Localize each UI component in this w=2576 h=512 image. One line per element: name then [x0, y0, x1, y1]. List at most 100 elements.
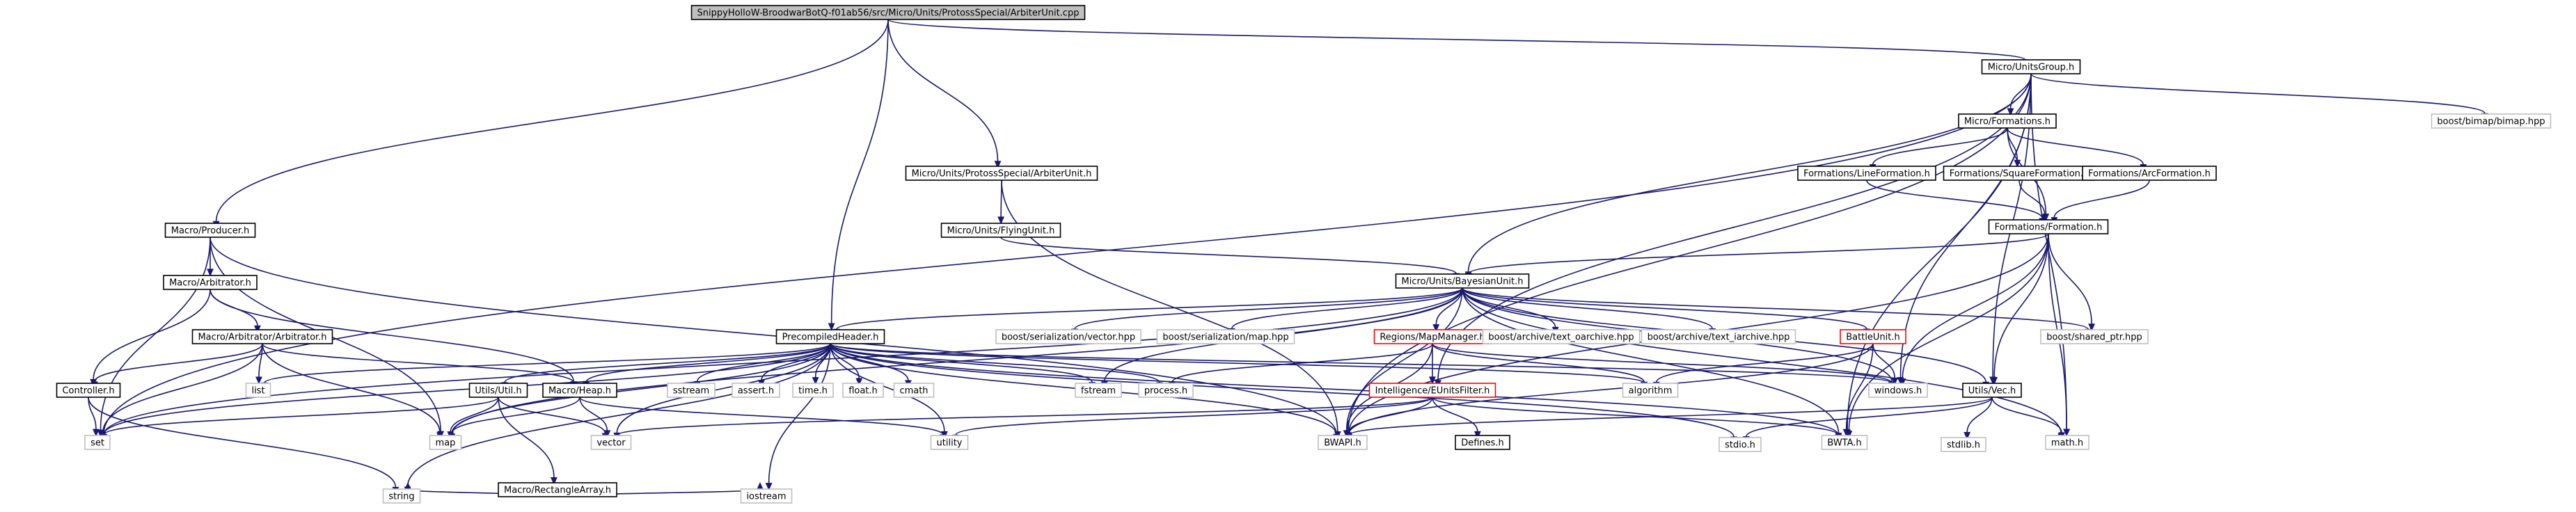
node-flyingunit[interactable]: Micro/Units/FlyingUnit.h — [940, 223, 1061, 238]
edge-arcform-to-formation — [2050, 179, 2150, 225]
node-box — [2040, 329, 2149, 344]
edge-line — [1656, 343, 1874, 383]
edges-layer — [88, 19, 2488, 497]
edge-utilsutil-to-rectarray — [498, 397, 558, 486]
node-iufilter[interactable]: Intelligence/EUnitsFilter.h — [1368, 383, 1496, 398]
edge-arbarb-to-macroheap — [262, 343, 577, 390]
node-label: sstream — [673, 386, 709, 397]
edge-line — [2030, 73, 2486, 114]
node-box — [468, 383, 528, 398]
edge-arrowhead — [1963, 432, 1971, 440]
node-bayesian[interactable]: Micro/Units/BayesianUnit.h — [1395, 273, 1530, 289]
node-label: Formations/Formation.h — [1995, 223, 2103, 233]
node-formation[interactable]: Formations/Formation.h — [1988, 219, 2109, 234]
node-list: list — [245, 383, 271, 398]
edge-arbunit-to-bwapi — [1001, 179, 1341, 440]
edge-lineform-to-formation — [1866, 179, 2046, 226]
edge-line — [579, 397, 944, 435]
node-formations[interactable]: Micro/Formations.h — [1958, 113, 2057, 129]
edge-line — [830, 343, 945, 432]
node-label: time.h — [798, 386, 828, 397]
node-rectarray[interactable]: Macro/RectangleArray.h — [498, 482, 617, 497]
edge-line — [1074, 287, 1463, 330]
edge-arrowhead — [550, 477, 558, 486]
node-macroheap[interactable]: Macro/Heap.h — [542, 383, 617, 398]
node-arbarb[interactable]: Macro/Arbitrator/Arbitrator.h — [191, 329, 333, 344]
edge-line — [2018, 179, 2046, 215]
node-asserth: assert.h — [732, 383, 780, 398]
edge-precomp-to-set — [100, 343, 831, 442]
edge-arrowhead — [255, 376, 262, 385]
edge-iufilter-to-bwta — [1432, 397, 1842, 442]
edge-bayesian-to-set — [100, 287, 1463, 442]
node-arcform[interactable]: Formations/ArcFormation.h — [2082, 166, 2217, 181]
node-windowsh: windows.h — [1868, 383, 1928, 398]
edge-line — [1991, 397, 2062, 433]
node-box — [590, 435, 632, 450]
node-label: map — [436, 438, 456, 449]
node-box — [56, 383, 121, 398]
node-battleunit[interactable]: BattleUnit.h — [1840, 329, 1906, 344]
edge-line — [1432, 343, 1645, 383]
node-bwapi: BWAPI.h — [1318, 435, 1368, 450]
edge-line — [2048, 233, 2092, 324]
node-box — [1797, 166, 1936, 181]
node-precomp[interactable]: PrecompiledHeader.h — [775, 329, 885, 344]
edge-arrowhead — [93, 429, 100, 437]
node-box — [1840, 329, 1906, 344]
edge-line — [617, 397, 1433, 436]
edge-precomp-to-bwta — [830, 343, 1842, 442]
node-label: set — [90, 438, 104, 449]
edge-arrowhead — [404, 481, 411, 490]
node-box — [1981, 59, 2081, 74]
node-box — [690, 5, 1086, 20]
node-box — [667, 383, 716, 398]
edge-arrowhead — [855, 378, 863, 386]
node-label: Controller.h — [62, 386, 114, 397]
edge-line — [210, 289, 575, 382]
edge-line — [1171, 343, 1433, 383]
edge-line — [1345, 287, 1463, 431]
node-label: math.h — [2051, 438, 2083, 449]
node-box — [542, 383, 617, 398]
node-producer[interactable]: Macro/Producer.h — [164, 223, 256, 238]
edge-line — [262, 343, 574, 383]
node-squareform[interactable]: Formations/SquareFormation.h — [1943, 166, 2096, 181]
node-label: assert.h — [738, 386, 774, 397]
node-sharedptr: boost/shared_ptr.hpp — [2040, 329, 2149, 344]
node-box — [1958, 113, 2057, 129]
edge-line — [1468, 233, 2049, 275]
edge-utilsutil-to-vector — [498, 397, 609, 441]
edge-unitsgroup-to-bimap — [2030, 73, 2488, 121]
edge-iufilter-to-bwapi — [1345, 397, 1433, 440]
node-box — [930, 435, 969, 450]
node-mapmanager[interactable]: Regions/MapManager.h — [1373, 329, 1492, 344]
edge-line — [1902, 233, 2049, 379]
node-serialvector: boost/serialization/vector.hpp — [995, 329, 1141, 344]
edge-battleunit-to-windowsh — [1872, 343, 1899, 385]
edge-line — [2007, 127, 2144, 165]
node-arbunit[interactable]: Micro/Units/ProtossSpecial/ArbiterUnit.h — [905, 166, 1098, 181]
edge-utilsvec-to-mathh — [1991, 397, 2065, 440]
edge-line — [696, 343, 831, 382]
node-stdlibh: stdlib.h — [1941, 437, 1986, 452]
node-root[interactable]: SnippyHolloW-BroodwarBotQ-f01ab56/src/Mi… — [690, 5, 1086, 20]
node-controller[interactable]: Controller.h — [56, 383, 121, 398]
node-defines[interactable]: Defines.h — [1455, 435, 1510, 450]
edge-line — [2007, 127, 2018, 161]
node-unitsgroup[interactable]: Micro/UnitsGroup.h — [1981, 59, 2081, 74]
edge-arbarb-to-map — [262, 343, 443, 440]
node-utilsutil[interactable]: Utils/Util.h — [468, 383, 528, 398]
node-box — [1156, 329, 1295, 344]
node-fstream: fstream — [1075, 383, 1122, 398]
edge-line — [215, 19, 889, 222]
node-set: set — [84, 435, 111, 450]
node-utilsvec[interactable]: Utils/Vec.h — [1962, 383, 2022, 398]
edge-line — [406, 343, 831, 488]
node-arbitrator[interactable]: Macro/Arbitrator.h — [163, 275, 258, 290]
node-box — [732, 383, 780, 398]
node-lineform[interactable]: Formations/LineFormation.h — [1797, 166, 1936, 181]
node-label: Intelligence/EUnitsFilter.h — [1375, 386, 1490, 397]
edge-bayesian-to-battleunit — [1462, 287, 1870, 337]
edge-iufilter-to-vector — [614, 397, 1433, 443]
